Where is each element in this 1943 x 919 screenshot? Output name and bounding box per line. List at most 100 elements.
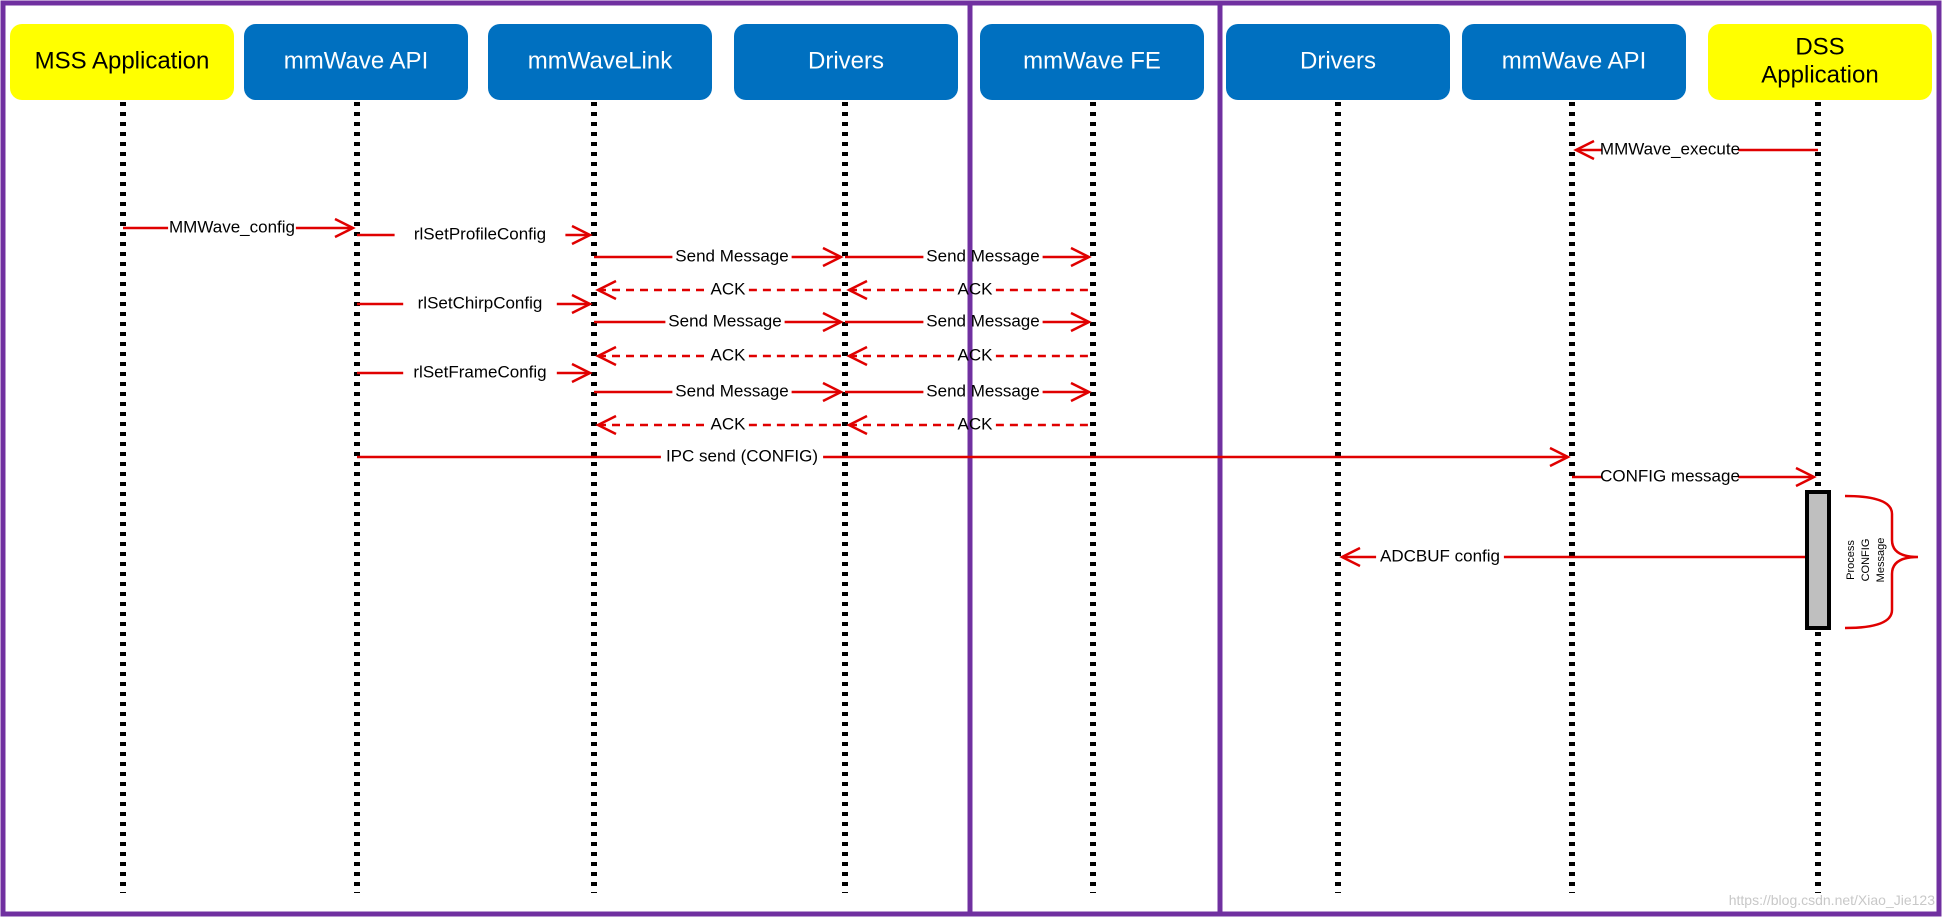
participant-box bbox=[488, 24, 712, 100]
participant-label: MSS Application bbox=[35, 47, 210, 74]
message-arrow: rlSetFrameConfig bbox=[357, 362, 593, 384]
bss-region-frame bbox=[967, 0, 1223, 917]
arrowhead bbox=[1573, 139, 1595, 161]
activation-brace bbox=[1844, 494, 1919, 630]
message-label: Send Message bbox=[926, 381, 1039, 400]
participant-mmw_api_mss: mmWave API bbox=[244, 24, 468, 100]
message-label: CONFIG message bbox=[1600, 466, 1740, 485]
participant-label: Application bbox=[1761, 61, 1878, 88]
participant-label: mmWaveLink bbox=[528, 47, 673, 74]
message-label: ACK bbox=[711, 279, 747, 298]
message-arrow: ACK bbox=[595, 345, 845, 367]
message-arrow: ADCBUF config bbox=[1339, 546, 1818, 568]
message-arrow: CONFIG message bbox=[1572, 466, 1817, 488]
participant-label: DSS bbox=[1795, 33, 1844, 60]
participant-label: mmWave API bbox=[1502, 47, 1646, 74]
arrowhead bbox=[1070, 246, 1092, 268]
participant-headers: MSS Application mmWave API mmWaveLink Drive… bbox=[10, 24, 1932, 100]
participant-label: Drivers bbox=[1300, 47, 1376, 74]
message-arrow: MMWave_execute bbox=[1573, 139, 1818, 161]
participant-label: Drivers bbox=[808, 47, 884, 74]
message-label: ACK bbox=[711, 345, 747, 364]
message-label: ACK bbox=[958, 345, 994, 364]
message-arrow: Send Message bbox=[594, 381, 844, 403]
message-arrow: Send Message bbox=[594, 246, 844, 268]
arrowhead bbox=[1070, 381, 1092, 403]
participant-mss_app: MSS Application bbox=[10, 24, 234, 100]
dss-region-frame bbox=[1217, 0, 1942, 917]
participant-box bbox=[244, 24, 468, 100]
activation-bar bbox=[1805, 490, 1831, 630]
arrowhead bbox=[571, 293, 593, 315]
participant-box bbox=[734, 24, 958, 100]
message-label: ACK bbox=[711, 414, 747, 433]
message-label: Send Message bbox=[926, 311, 1039, 330]
arrowhead bbox=[571, 224, 593, 246]
arrowhead bbox=[334, 217, 356, 239]
message-label: Send Message bbox=[668, 311, 781, 330]
message-arrow: IPC send (CONFIG) bbox=[357, 446, 1571, 468]
activation-label: CONFIG bbox=[1860, 539, 1872, 582]
arrowhead bbox=[1070, 311, 1092, 333]
message-label: Send Message bbox=[675, 246, 788, 265]
message-label: MMWave_config bbox=[169, 217, 295, 236]
participant-drivers_dss: Drivers bbox=[1226, 24, 1450, 100]
mss-region-frame bbox=[0, 0, 973, 917]
arrowhead bbox=[846, 414, 868, 436]
participant-label: mmWave API bbox=[284, 47, 428, 74]
message-label: ACK bbox=[958, 279, 994, 298]
arrowhead bbox=[571, 362, 593, 384]
arrowhead bbox=[1339, 546, 1361, 568]
message-label: rlSetChirpConfig bbox=[418, 293, 543, 312]
message-label: Send Message bbox=[675, 381, 788, 400]
message-arrow: ACK bbox=[846, 414, 1093, 436]
arrowhead bbox=[595, 345, 617, 367]
message-label: rlSetFrameConfig bbox=[413, 362, 546, 381]
arrowhead bbox=[1795, 466, 1817, 488]
participant-box bbox=[1708, 24, 1932, 100]
message-arrow: Send Message bbox=[845, 246, 1092, 268]
activation-label: Message bbox=[1875, 538, 1887, 583]
arrowhead bbox=[822, 381, 844, 403]
participant-mmwavelink: mmWaveLink bbox=[488, 24, 712, 100]
message-arrow: ACK bbox=[846, 345, 1093, 367]
message-arrow: rlSetChirpConfig bbox=[357, 293, 593, 315]
message-arrow: Send Message bbox=[594, 311, 844, 333]
message-arrow: MMWave_config bbox=[123, 217, 356, 239]
message-arrow: ACK bbox=[846, 279, 1093, 301]
message-arrow: rlSetProfileConfig bbox=[357, 224, 593, 246]
participant-box bbox=[980, 24, 1204, 100]
arrowhead bbox=[595, 279, 617, 301]
arrowhead bbox=[822, 311, 844, 333]
participant-mmw_api_dss: mmWave API bbox=[1462, 24, 1686, 100]
arrowhead bbox=[846, 345, 868, 367]
arrowhead bbox=[822, 246, 844, 268]
arrowhead bbox=[595, 414, 617, 436]
participant-mmw_fe: mmWave FE bbox=[980, 24, 1204, 100]
message-label: ADCBUF config bbox=[1380, 546, 1500, 565]
participant-box bbox=[1226, 24, 1450, 100]
message-label: Send Message bbox=[926, 246, 1039, 265]
message-arrow: ACK bbox=[595, 279, 845, 301]
message-arrow: Send Message bbox=[845, 311, 1092, 333]
activation-label: Process bbox=[1845, 540, 1857, 580]
participant-drivers_mss: Drivers bbox=[734, 24, 958, 100]
message-label: ACK bbox=[958, 414, 994, 433]
message-label: rlSetProfileConfig bbox=[414, 224, 546, 243]
arrowhead bbox=[1549, 446, 1571, 468]
participant-box bbox=[1462, 24, 1686, 100]
message-label: MMWave_execute bbox=[1600, 139, 1740, 158]
arrowhead bbox=[846, 279, 868, 301]
message-arrow: Send Message bbox=[845, 381, 1092, 403]
participant-box bbox=[10, 24, 234, 100]
watermark-text: https://blog.csdn.net/Xiao_Jie123 bbox=[1729, 892, 1935, 908]
message-arrow: ACK bbox=[595, 414, 845, 436]
participant-label: mmWave FE bbox=[1023, 47, 1161, 74]
message-label: IPC send (CONFIG) bbox=[666, 446, 818, 465]
